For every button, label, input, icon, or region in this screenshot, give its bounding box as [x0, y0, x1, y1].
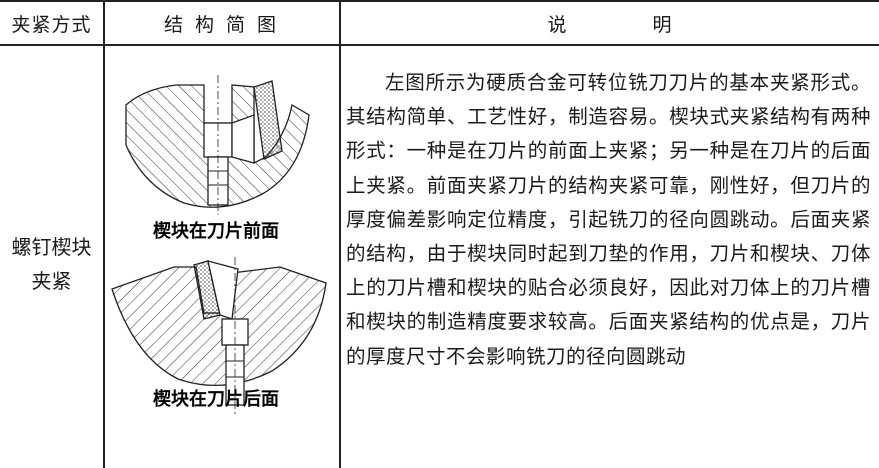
- caption-front: 楔块在刀片前面: [153, 220, 279, 242]
- description-text: 左图所示为硬质合金可转位铣刀刀片的基本夹紧形式。其结构简单、工艺性好，制造容易。…: [346, 71, 871, 368]
- method-label-line1: 螺钉楔块: [11, 235, 92, 259]
- rear-cutter-body: [111, 266, 327, 387]
- front-bolt-shank: [207, 156, 229, 206]
- method-label-line2: 夹紧: [31, 269, 72, 293]
- header-diagram: 结 构 简 图: [163, 13, 280, 36]
- caption-rear: 楔块在刀片后面: [153, 388, 279, 410]
- method-cell: 螺钉楔块 夹紧: [0, 46, 103, 468]
- column-divider-1: [103, 0, 105, 468]
- header-bottom-border: [0, 44, 879, 46]
- header-description: 说 明: [547, 13, 712, 36]
- front-wedge-figure: [125, 75, 310, 215]
- front-wedge: [231, 114, 255, 164]
- structure-diagram: 楔块在刀片前面 楔块在刀片后面: [104, 75, 340, 460]
- column-divider-2: [339, 0, 341, 468]
- table-top-border: [0, 0, 879, 2]
- front-insert: [253, 80, 283, 160]
- header-method: 夹紧方式: [11, 13, 92, 36]
- rear-wedge-figure: [111, 257, 327, 417]
- diagram-svg: 楔块在刀片前面 楔块在刀片后面: [111, 75, 327, 417]
